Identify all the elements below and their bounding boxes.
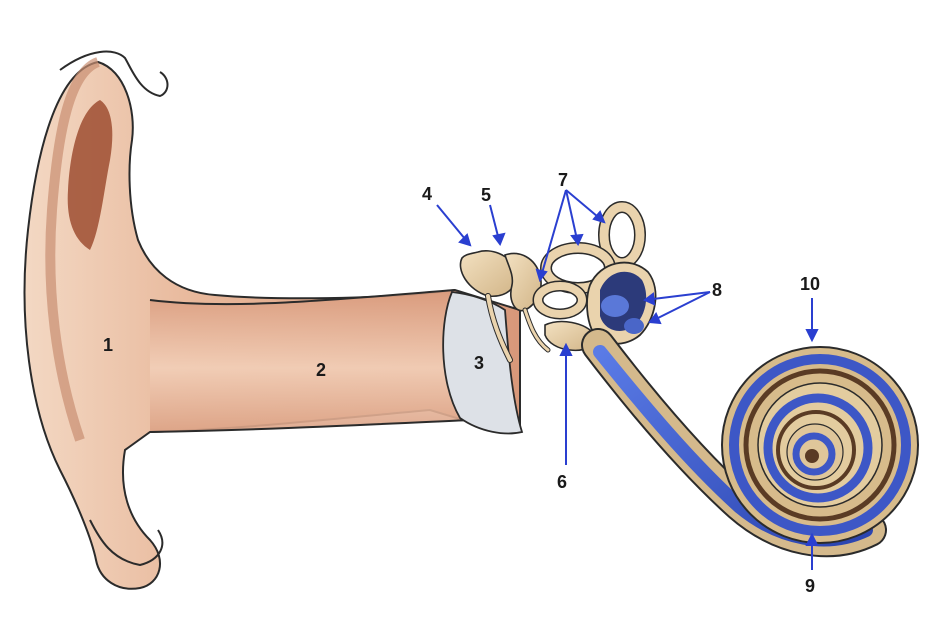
label-5: 5 xyxy=(481,185,491,205)
label-6: 6 xyxy=(557,472,567,492)
label-7: 7 xyxy=(558,170,568,190)
label-1: 1 xyxy=(103,335,113,355)
ear-canal xyxy=(150,290,470,432)
label-10: 10 xyxy=(800,274,820,294)
label-4: 4 xyxy=(422,184,432,204)
label-8: 8 xyxy=(712,280,722,300)
label-2: 2 xyxy=(316,360,326,380)
label-3: 3 xyxy=(474,353,484,373)
label-9: 9 xyxy=(805,576,815,596)
cochlea-spiral xyxy=(722,347,918,543)
